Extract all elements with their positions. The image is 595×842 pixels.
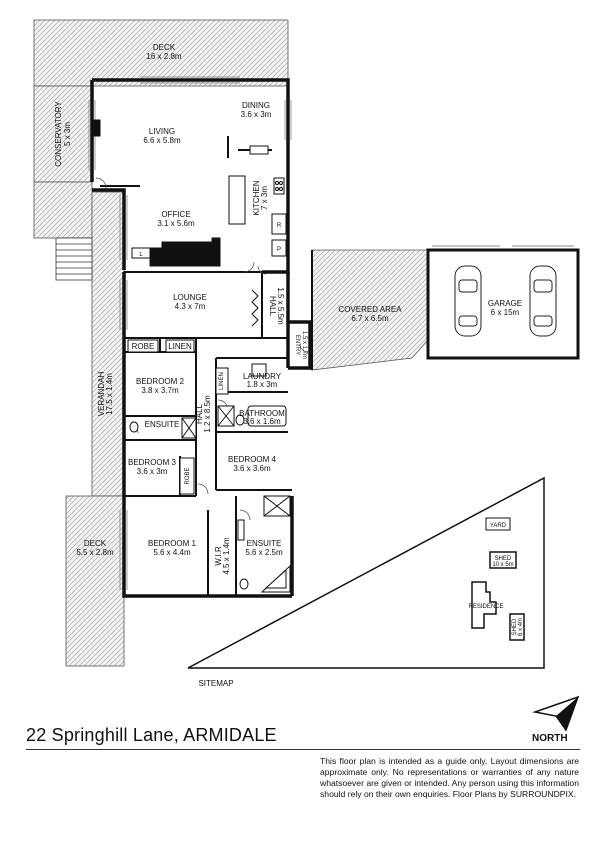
shed2-box <box>509 613 525 641</box>
room-hall-mid-name: HALL <box>195 403 204 424</box>
stairs <box>55 237 93 281</box>
room-dining-dims: 3.6 x 3m <box>241 110 272 119</box>
room-laundry-name: LAUNDRY <box>243 372 282 381</box>
verandah-area <box>91 191 125 497</box>
outdoor-areas <box>33 19 429 667</box>
north-label: NORTH <box>532 733 568 744</box>
room-kitchen-name: KITCHEN <box>252 180 261 215</box>
room-bedroom3-name: BEDROOM 3 <box>128 458 177 467</box>
cooktop <box>273 177 285 195</box>
room-garage-name: GARAGE <box>488 299 522 308</box>
sitemap-residence-label: RESIDENCE <box>468 604 503 610</box>
north-arrow-icon <box>532 695 580 732</box>
room-ensuite-small-name: ENSUITE <box>145 420 180 429</box>
room-wir-dims: 4.5 x 1.4m <box>222 537 231 575</box>
room-deck-top-dims: 16 x 2.8m <box>146 52 181 61</box>
sitemap-shed2-dims: 6 x 4m <box>518 618 524 636</box>
shed1-box <box>489 551 517 569</box>
hall-folding-door <box>251 289 259 327</box>
room-ensuite-main-dims: 5.6 x 2.5m <box>245 548 283 557</box>
sitemap-yard-label: YARD <box>490 523 507 529</box>
room-labels: DECK 16 x 2.8m DINING 3.6 x 3m CONSERVAT… <box>54 43 522 575</box>
room-living-name: LIVING <box>149 127 175 136</box>
room-garage-dims: 6 x 15m <box>491 308 520 317</box>
room-office-name: OFFICE <box>161 210 190 219</box>
pantry-p-label: P <box>277 247 281 253</box>
linen-hall-label: LINEN <box>219 372 225 390</box>
sitemap <box>187 476 545 669</box>
footer-divider <box>26 749 580 750</box>
room-bedroom2-name: BEDROOM 2 <box>136 377 185 386</box>
fixture-labels: ROBE LINEN LINEN ROBE L P R <box>127 223 282 485</box>
room-kitchen-dims: 7 x 3m <box>260 186 269 210</box>
fixtures <box>93 119 291 593</box>
west-deck-area <box>33 181 93 239</box>
fridge-r-label: R <box>277 223 282 229</box>
office-l-label: L <box>139 252 143 258</box>
room-dining-name: DINING <box>242 101 270 110</box>
room-office-dims: 3.1 x 5.6m <box>157 219 195 228</box>
room-deck-top-name: DECK <box>153 43 176 52</box>
room-conservatory-name: CONSERVATORY <box>54 101 63 167</box>
room-wir-name: W.I.R <box>214 546 223 566</box>
room-entry-name: ENTRY <box>294 335 300 355</box>
room-bathroom-name: BATHROOM <box>239 409 285 418</box>
room-bedroom3-dims: 3.6 x 3m <box>137 467 168 476</box>
robe-b3 <box>179 457 195 495</box>
linen-b2-label: LINEN <box>168 342 192 351</box>
room-entry-dims: 1.5 x 1.7m <box>301 331 307 359</box>
room-living-dims: 6.6 x 5.8m <box>143 136 181 145</box>
pantry-box <box>271 239 287 257</box>
room-bedroom2-dims: 3.8 x 3.7m <box>141 386 179 395</box>
room-covered-area-name: COVERED AREA <box>338 305 402 314</box>
linen-hall <box>215 367 229 395</box>
room-verandah-dims: 17.5 x 1.4m <box>105 373 114 415</box>
car-icon <box>529 265 557 337</box>
room-hall-east-name: HALL <box>268 296 277 317</box>
robe-b2-label: ROBE <box>132 342 155 351</box>
room-verandah-name: VERANDAH <box>97 372 106 417</box>
laundry-tub <box>251 363 267 377</box>
room-deck-bottom-name: DECK <box>84 539 107 548</box>
deck-bottom-area <box>65 495 125 667</box>
sitemap-shed1-name: SHED <box>495 556 512 562</box>
sitemap-labels: SITEMAP YARD SHED 10 x 5m RESIDENCE SHED… <box>198 523 524 688</box>
yard-box <box>485 517 511 531</box>
office-l-cabinet <box>131 247 151 259</box>
room-conservatory-dims: 5 x 3m <box>63 122 72 146</box>
sitemap-title: SITEMAP <box>198 679 233 688</box>
room-hall-east-dims: 1.5 x 5.5m <box>276 287 285 325</box>
kitchen-island <box>228 175 246 225</box>
robe-b3-label: ROBE <box>185 467 191 484</box>
conservatory-area <box>33 85 93 183</box>
room-bathroom-dims: 3.6 x 1.6m <box>243 417 281 426</box>
room-bedroom1-name: BEDROOM 1 <box>148 539 197 548</box>
kitchen-sink <box>249 145 269 155</box>
room-ensuite-main-name: ENSUITE <box>247 539 282 548</box>
disclaimer-text: This floor plan is intended as a guide o… <box>320 756 579 799</box>
deck-top-area <box>33 19 289 87</box>
room-bedroom4-dims: 3.6 x 3.6m <box>233 464 271 473</box>
room-lounge-name: LOUNGE <box>173 293 207 302</box>
room-bedroom4-name: BEDROOM 4 <box>228 455 277 464</box>
fridge-box <box>271 213 287 235</box>
property-address: 22 Springhill Lane, ARMIDALE <box>26 725 277 745</box>
room-deck-bottom-dims: 5.5 x 2.8m <box>76 548 114 557</box>
sitemap-shed2-name: SHED <box>512 618 518 635</box>
office-shelving <box>161 241 219 267</box>
residence-shape <box>471 581 497 629</box>
fireplace <box>93 119 101 137</box>
bath-tub <box>247 405 287 427</box>
room-laundry-dims: 1.8 x 3m <box>247 380 278 389</box>
site-boundary <box>187 476 545 669</box>
sitemap-shed1-dims: 10 x 5m <box>492 562 513 568</box>
room-hall-mid-dims: 1.2 x 8.5m <box>203 395 212 433</box>
car-icon <box>454 265 482 337</box>
room-covered-area-dims: 6.7 x 6.5m <box>351 314 389 323</box>
room-lounge-dims: 4.3 x 7m <box>175 302 206 311</box>
garage-block <box>426 248 580 360</box>
room-bedroom1-dims: 5.6 x 4.4m <box>153 548 191 557</box>
